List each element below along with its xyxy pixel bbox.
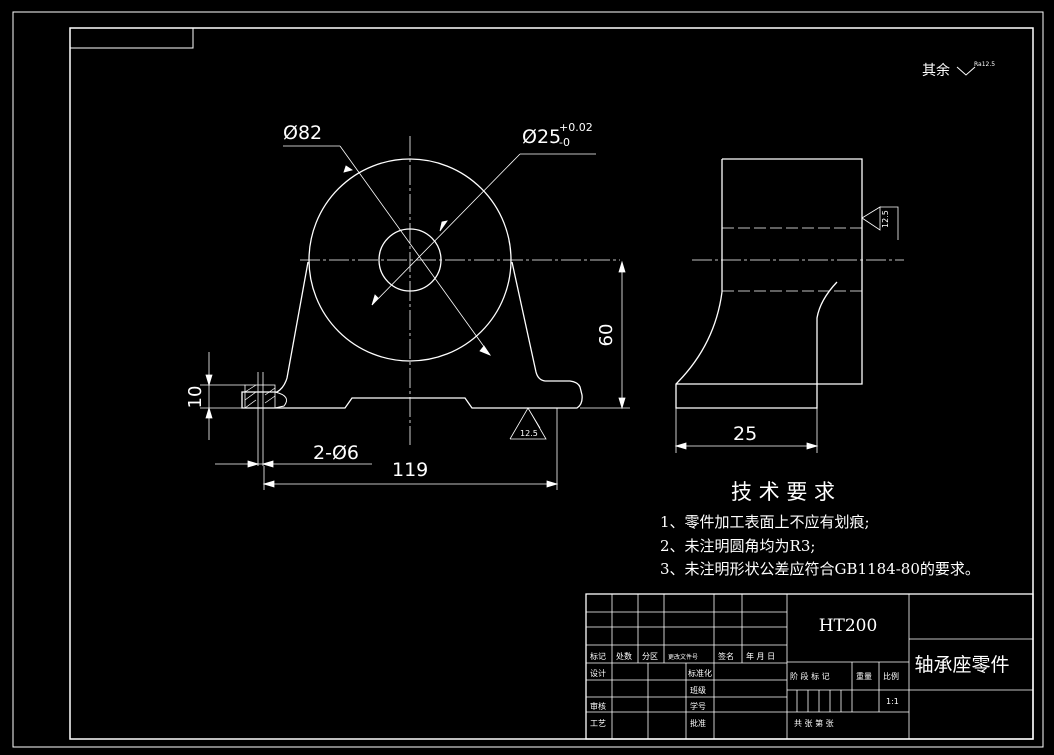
drawing-frame: [12, 11, 1044, 748]
svg-text:学号: 学号: [690, 701, 706, 711]
dim-base-thickness: [200, 352, 245, 440]
svg-text:标记: 标记: [590, 651, 606, 661]
tech-item-3: 3、未注明形状公差应符合GB1184-80的要求。: [660, 560, 980, 578]
front-view: [241, 136, 620, 466]
svg-text:10: 10: [185, 386, 206, 409]
svg-text:60: 60: [596, 324, 617, 347]
svg-text:2-Ø6: 2-Ø6: [313, 442, 359, 464]
dim-outer-diameter: Ø82: [283, 122, 322, 144]
svg-text:阶 段 标 记: 阶 段 标 记: [790, 671, 830, 681]
svg-text:Ø25: Ø25: [522, 126, 561, 148]
svg-text:12.5: 12.5: [881, 210, 890, 228]
dim-bore-diameter: Ø25 +0.02 -0: [522, 121, 593, 149]
tech-item-2: 2、未注明圆角均为R3;: [660, 537, 815, 555]
svg-text:比例: 比例: [883, 671, 899, 681]
tech-requirements: 技 术 要 求 1、零件加工表面上不应有划痕; 2、未注明圆角均为R3; 3、未…: [660, 480, 980, 578]
svg-text:工艺: 工艺: [590, 719, 606, 728]
svg-text:更改文件号: 更改文件号: [668, 653, 698, 661]
material: HT200: [819, 616, 878, 636]
part-name: 轴承座零件: [914, 654, 1009, 676]
dim-overall-length: [262, 408, 559, 490]
surface-finish-note: 其余 Ra12.5: [922, 61, 995, 79]
svg-text:119: 119: [392, 459, 428, 481]
roughness-mark-side: 12.5: [861, 206, 899, 240]
svg-text:Ra12.5: Ra12.5: [974, 61, 995, 68]
tech-item-1: 1、零件加工表面上不应有划痕;: [660, 513, 870, 531]
svg-text:设计: 设计: [590, 668, 606, 678]
svg-text:重量: 重量: [856, 671, 872, 681]
svg-text:25: 25: [733, 423, 757, 445]
roughness-mark-base: 12.5: [509, 407, 547, 440]
dim-center-height: [580, 260, 630, 410]
svg-text:12.5: 12.5: [520, 429, 538, 438]
svg-text:-0: -0: [559, 136, 570, 149]
svg-text:班级: 班级: [690, 685, 706, 695]
svg-text:批准: 批准: [690, 718, 706, 728]
front-view-leaders: [283, 145, 596, 356]
svg-text:技 术 要 求: 技 术 要 求: [731, 480, 835, 504]
svg-text:共 张 第 张: 共 张 第 张: [794, 718, 834, 728]
svg-text:+0.02: +0.02: [559, 121, 593, 134]
svg-text:其余: 其余: [922, 62, 950, 79]
dim-hole-spec: [215, 460, 372, 468]
dim-side-width: [674, 408, 819, 453]
svg-text:签名: 签名: [718, 651, 734, 661]
title-block: [585, 593, 1034, 740]
svg-text:分区: 分区: [642, 652, 658, 661]
svg-text:标准化: 标准化: [688, 668, 712, 678]
title-block-text: HT200 轴承座零件 标记 处数 分区 更改文件号 签名 年 月 日 设计 标…: [590, 616, 1010, 728]
svg-text:处数: 处数: [616, 651, 632, 661]
side-view: [675, 158, 904, 409]
svg-text:审核: 审核: [590, 701, 606, 711]
svg-text:1:1: 1:1: [886, 697, 899, 706]
svg-text:年 月 日: 年 月 日: [746, 651, 775, 661]
